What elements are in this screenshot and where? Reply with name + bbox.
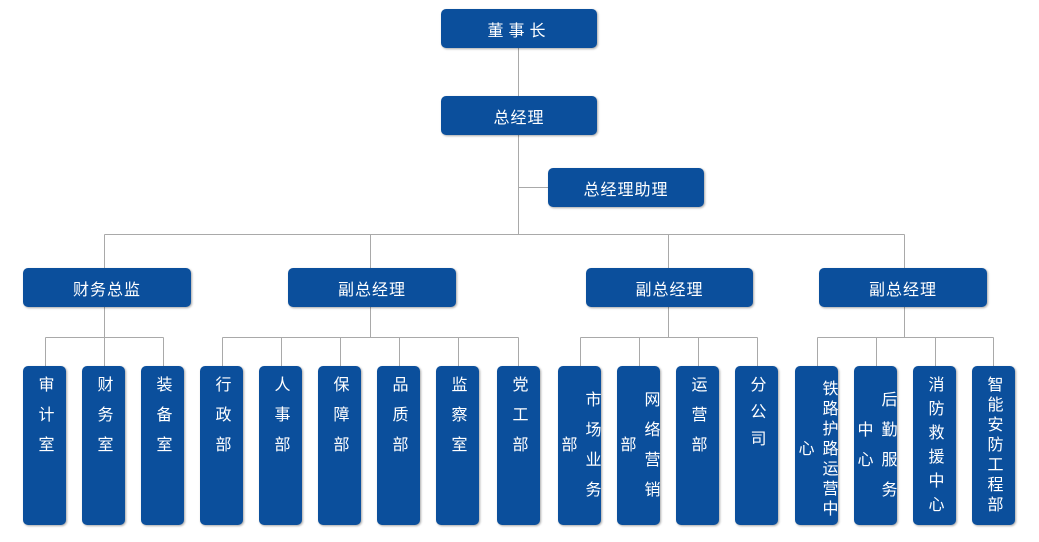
department-box: 财务室 [82, 366, 125, 525]
department-box: 后勤服务中心 [854, 366, 898, 525]
department-box: 行政部 [200, 366, 243, 525]
department-box: 市场业务部 [558, 366, 602, 525]
vice-gm-box-1: 副总经理 [288, 268, 456, 307]
assistant-gm-box: 总经理助理 [548, 168, 704, 207]
department-box: 装备室 [141, 366, 184, 525]
chairman-box: 董事长 [441, 9, 597, 48]
financial-director-box: 财务总监 [23, 268, 191, 307]
department-box: 人事部 [259, 366, 302, 525]
general-manager-box: 总经理 [441, 96, 597, 135]
vice-gm-box-2: 副总经理 [586, 268, 753, 307]
department-box: 审计室 [23, 366, 66, 525]
department-box: 智能安防工程部 [972, 366, 1015, 525]
department-box: 铁路护路运营中心 [795, 366, 839, 525]
department-box: 消防救援中心 [913, 366, 956, 525]
department-box: 分公司 [735, 366, 778, 525]
department-box: 品质部 [377, 366, 420, 525]
department-box: 运营部 [676, 366, 719, 525]
vice-gm-box-3: 副总经理 [819, 268, 987, 307]
department-box: 党工部 [497, 366, 540, 525]
department-box: 监察室 [436, 366, 479, 525]
department-box: 网络营销部 [617, 366, 661, 525]
department-box: 保障部 [318, 366, 361, 525]
